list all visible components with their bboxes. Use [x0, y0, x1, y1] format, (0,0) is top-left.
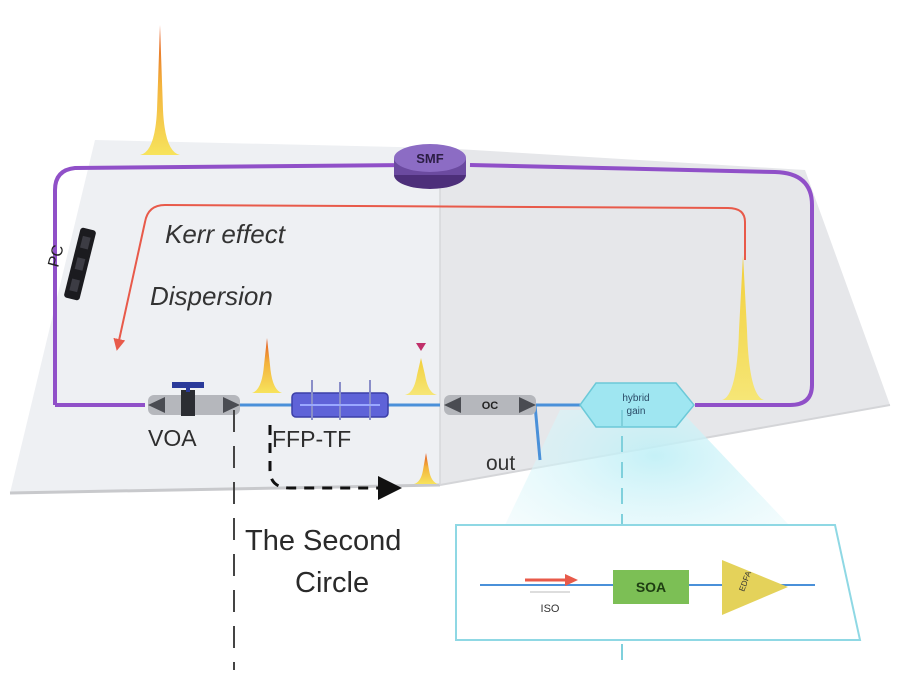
second-circle-line1: The Second — [245, 525, 401, 557]
right-plane — [440, 148, 890, 485]
pulse-filtered — [405, 358, 437, 395]
pulse-right — [722, 255, 764, 400]
smf-label: SMF — [416, 151, 444, 166]
smf-spool: SMF — [394, 144, 466, 189]
out-label: out — [486, 452, 515, 475]
ffp-tf-label: FFP-TF — [272, 426, 351, 452]
ffp-tf-component — [291, 380, 389, 420]
pulse-top — [140, 25, 180, 155]
pc-label: PC — [45, 243, 67, 269]
signal-path-arrow — [113, 203, 746, 351]
voa-label: VOA — [148, 425, 197, 451]
hybrid-label-line2: gain — [627, 406, 646, 417]
dispersion-label: Dispersion — [150, 281, 273, 311]
plane-edge — [9, 483, 441, 495]
out-branch — [533, 404, 542, 461]
pulse-voa — [252, 338, 282, 393]
edfa-amplifier — [722, 560, 788, 615]
second-circle-line2: Circle — [295, 567, 369, 599]
pulse-out — [414, 453, 438, 484]
kerr-label: Kerr effect — [165, 219, 287, 249]
oc-label: OC — [482, 400, 499, 412]
soa-label: SOA — [636, 579, 666, 595]
iso-label: ISO — [541, 603, 560, 615]
fiber-loop — [53, 163, 814, 407]
dashed-arrow-head — [378, 476, 402, 500]
oc-coupler: OC — [444, 395, 536, 415]
hybrid-gain-block: hybrid gain — [579, 382, 695, 428]
soa-block — [613, 570, 689, 604]
left-plane — [10, 140, 440, 493]
polarization-controller — [64, 227, 96, 301]
dashed-arrow — [268, 425, 378, 490]
hybrid-gain-inset: ISO SOA EDFA — [455, 524, 862, 641]
voa-component — [148, 382, 240, 416]
hybrid-label-line1: hybrid — [622, 393, 649, 404]
marker-triangle — [416, 343, 426, 351]
